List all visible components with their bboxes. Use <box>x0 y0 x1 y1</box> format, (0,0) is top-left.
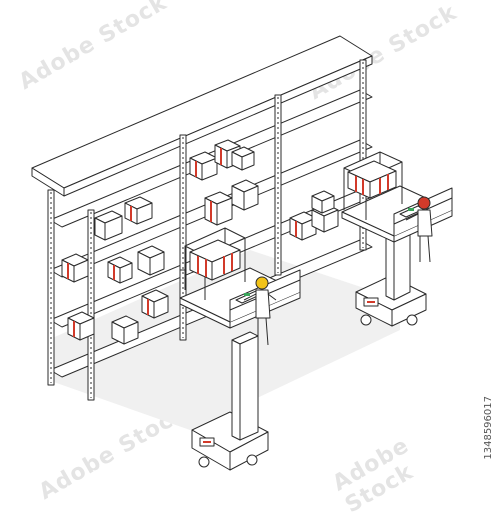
worker-right <box>405 196 433 263</box>
warehouse-illustration <box>31 35 453 471</box>
floor-shadow <box>48 250 400 430</box>
shelf-boxes <box>61 139 339 345</box>
stock-id-label: 1348596017 <box>483 396 494 460</box>
order-picker-lift-left <box>179 227 301 471</box>
worker-left <box>243 276 277 346</box>
order-picker-lift-right <box>341 151 453 327</box>
